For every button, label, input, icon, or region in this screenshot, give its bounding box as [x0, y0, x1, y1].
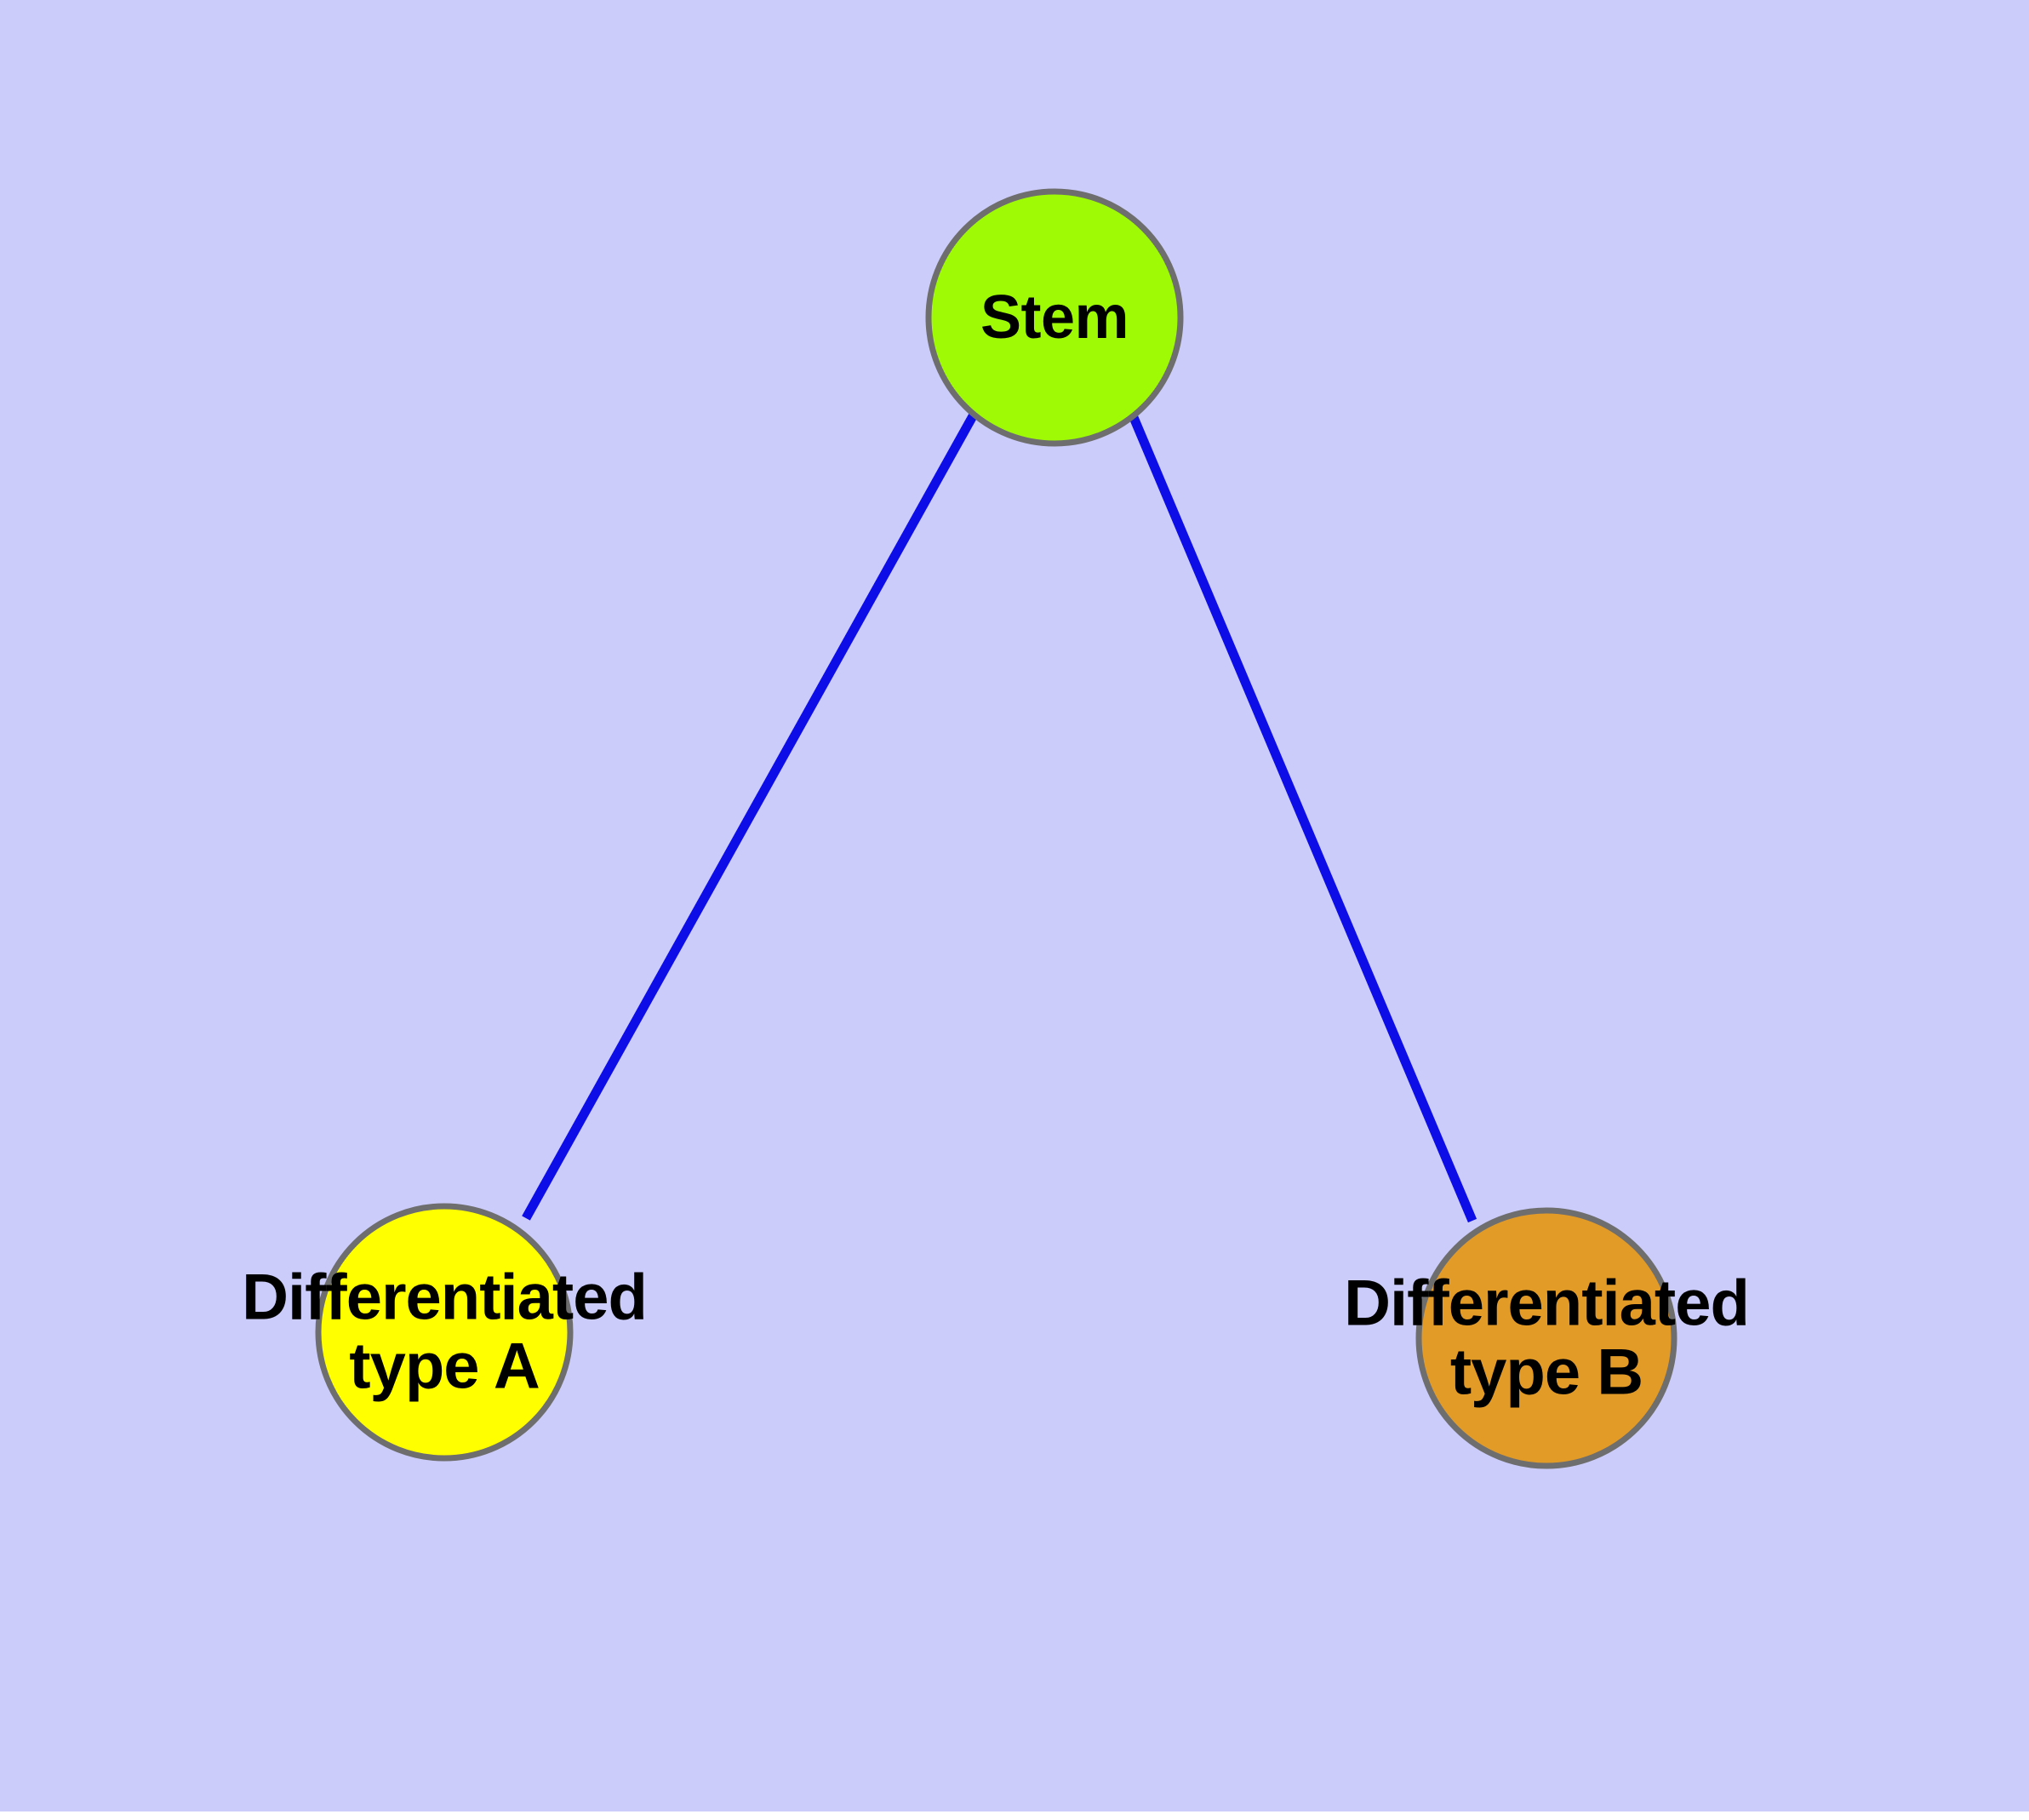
- edge-group: [522, 412, 1477, 1223]
- edge-stem-to-differentiated-type-a[interactable]: [522, 412, 978, 1221]
- node-differentiated-type-a[interactable]: [315, 1203, 574, 1462]
- node-group: [315, 188, 1677, 1469]
- node-stem[interactable]: [925, 188, 1184, 447]
- node-differentiated-type-b[interactable]: [1415, 1207, 1677, 1469]
- edge-stem-to-differentiated-type-b[interactable]: [1128, 413, 1477, 1223]
